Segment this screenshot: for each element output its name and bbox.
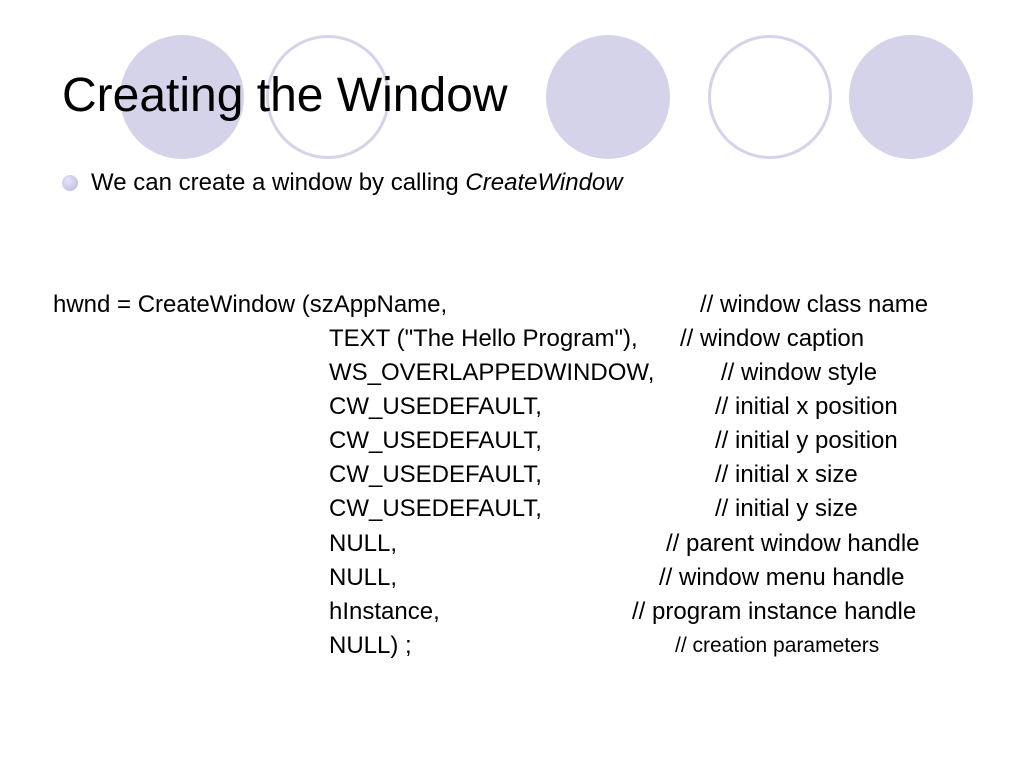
code-comment: // window caption xyxy=(680,325,865,352)
code-comment: // program instance handle xyxy=(632,598,917,625)
code-line: CW_USEDEFAULT, // initial x position xyxy=(0,390,1024,424)
decorative-circle-4 xyxy=(708,35,832,159)
code-comment: // initial y size xyxy=(715,495,858,522)
code-text: WS_OVERLAPPEDWINDOW, xyxy=(329,359,655,386)
decorative-circle-2 xyxy=(266,35,390,159)
code-line: NULL, // window menu handle xyxy=(0,561,1024,595)
code-line: hInstance, // program instance handle xyxy=(0,595,1024,629)
decorative-circle-3 xyxy=(546,35,670,159)
code-comment: // initial x size xyxy=(715,461,858,488)
code-comment: // window style xyxy=(721,359,878,386)
decorative-circle-1 xyxy=(120,35,244,159)
code-line: hwnd = CreateWindow (szAppName, // windo… xyxy=(0,288,1024,322)
code-text: NULL, xyxy=(329,564,398,591)
code-text: NULL) ; xyxy=(329,632,412,659)
code-text: CW_USEDEFAULT, xyxy=(329,427,542,454)
bullet-text-plain: We can create a window by calling xyxy=(91,169,466,196)
code-comment: // creation parameters xyxy=(675,634,880,657)
slide-title: Creating the Window xyxy=(62,69,508,122)
code-text: CW_USEDEFAULT, xyxy=(329,495,542,522)
code-line: CW_USEDEFAULT, // initial x size xyxy=(0,458,1024,492)
bullet-text-emphasis: CreateWindow xyxy=(465,169,623,196)
code-text: hwnd = CreateWindow (szAppName, xyxy=(53,291,448,318)
decorative-circle-5 xyxy=(849,35,973,159)
code-comment: // parent window handle xyxy=(666,530,920,557)
code-text: TEXT ("The Hello Program"), xyxy=(329,325,638,352)
code-text: hInstance, xyxy=(329,598,440,625)
code-text: CW_USEDEFAULT, xyxy=(329,393,542,420)
code-line: NULL, // parent window handle xyxy=(0,527,1024,561)
code-text: NULL, xyxy=(329,530,398,557)
bullet-point-icon xyxy=(62,175,78,191)
bullet-text: We can create a window by calling Create… xyxy=(91,166,623,200)
code-line: NULL) ; // creation parameters xyxy=(0,629,1024,663)
code-comment: // window class name xyxy=(700,291,929,318)
code-text: CW_USEDEFAULT, xyxy=(329,461,542,488)
code-line: WS_OVERLAPPEDWINDOW, // window style xyxy=(0,356,1024,390)
code-line: CW_USEDEFAULT, // initial y position xyxy=(0,424,1024,458)
code-comment: // initial x position xyxy=(715,393,898,420)
code-line: TEXT ("The Hello Program"), // window ca… xyxy=(0,322,1024,356)
code-comment: // initial y position xyxy=(715,427,898,454)
code-line: CW_USEDEFAULT, // initial y size xyxy=(0,492,1024,526)
code-comment: // window menu handle xyxy=(659,564,905,591)
